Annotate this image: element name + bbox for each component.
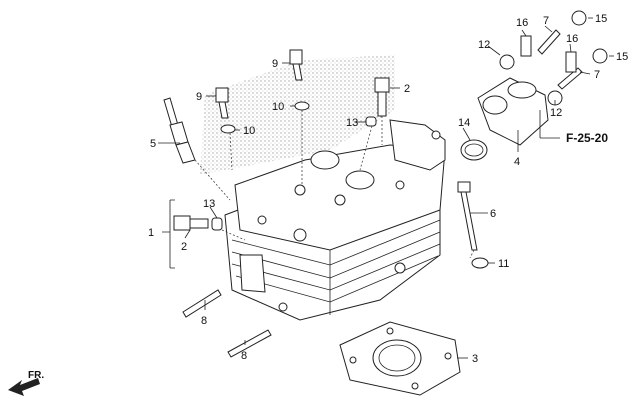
- bolt-9-upper: [289, 49, 303, 81]
- label-part-12-lower: 12: [550, 107, 562, 119]
- label-part-15-upper: 15: [595, 13, 607, 25]
- dowel-pin-13-lower: [211, 217, 223, 231]
- bolt-16-lower: [565, 51, 577, 73]
- label-part-8-upper: 8: [201, 315, 207, 327]
- label-part-12-upper: 12: [478, 39, 490, 51]
- leader-lines: [158, 17, 614, 359]
- nut-15-lower: [592, 48, 608, 64]
- label-part-5: 5: [150, 138, 156, 150]
- label-part-1: 1: [148, 227, 154, 239]
- dowel-pin-13-upper: [365, 116, 377, 127]
- head-gasket: [339, 321, 461, 396]
- label-part-2-upper: 2: [404, 83, 410, 95]
- sensor-2-lower: [173, 215, 209, 231]
- washer-10-lower: [220, 124, 236, 134]
- label-part-11: 11: [498, 258, 509, 270]
- washer-10-upper: [294, 101, 310, 111]
- o-ring-14-inner: [464, 143, 484, 157]
- intake-pipe: [477, 77, 549, 146]
- o-ring-14: [460, 139, 488, 161]
- label-part-13-upper: 13: [346, 117, 358, 129]
- spark-plug: [163, 97, 196, 164]
- nut-12-upper: [499, 54, 515, 70]
- label-part-3: 3: [472, 353, 478, 365]
- label-part-6: 6: [490, 208, 496, 220]
- bolt-6: [457, 181, 478, 251]
- label-part-7-upper: 7: [543, 15, 549, 27]
- stud-bolt-8-lower: [227, 329, 272, 358]
- bolt-16-upper: [520, 35, 532, 57]
- label-part-14: 14: [458, 117, 470, 129]
- stud-bolt-8-upper: [182, 289, 222, 318]
- label-part-13-lower: 13: [203, 198, 215, 210]
- label-part-16-upper: 16: [516, 17, 528, 29]
- label-part-9-upper: 9: [272, 58, 278, 70]
- label-part-4: 4: [514, 156, 520, 168]
- label-part-8-lower: 8: [241, 350, 247, 362]
- washer-11: [471, 257, 489, 269]
- reference-label: F-25-20: [566, 131, 608, 145]
- front-label: FR.: [28, 370, 44, 381]
- label-part-15-lower: 15: [616, 51, 628, 63]
- bolt-9-lower: [215, 87, 229, 119]
- label-part-7-lower: 7: [594, 69, 600, 81]
- label-part-9-lower: 9: [196, 91, 202, 103]
- cylinder-head: [224, 119, 446, 321]
- label-part-2-lower: 2: [181, 241, 187, 253]
- guide-lines: [194, 110, 475, 259]
- stud-7-upper: [537, 29, 561, 55]
- background-shading: [200, 55, 395, 175]
- nut-15-upper: [571, 10, 587, 26]
- sensor-2-upper: [374, 77, 390, 117]
- front-direction-arrow-icon: [8, 378, 40, 396]
- label-part-10-lower: 10: [243, 125, 255, 137]
- label-part-10-upper: 10: [272, 101, 284, 113]
- label-part-16-lower: 16: [566, 33, 578, 45]
